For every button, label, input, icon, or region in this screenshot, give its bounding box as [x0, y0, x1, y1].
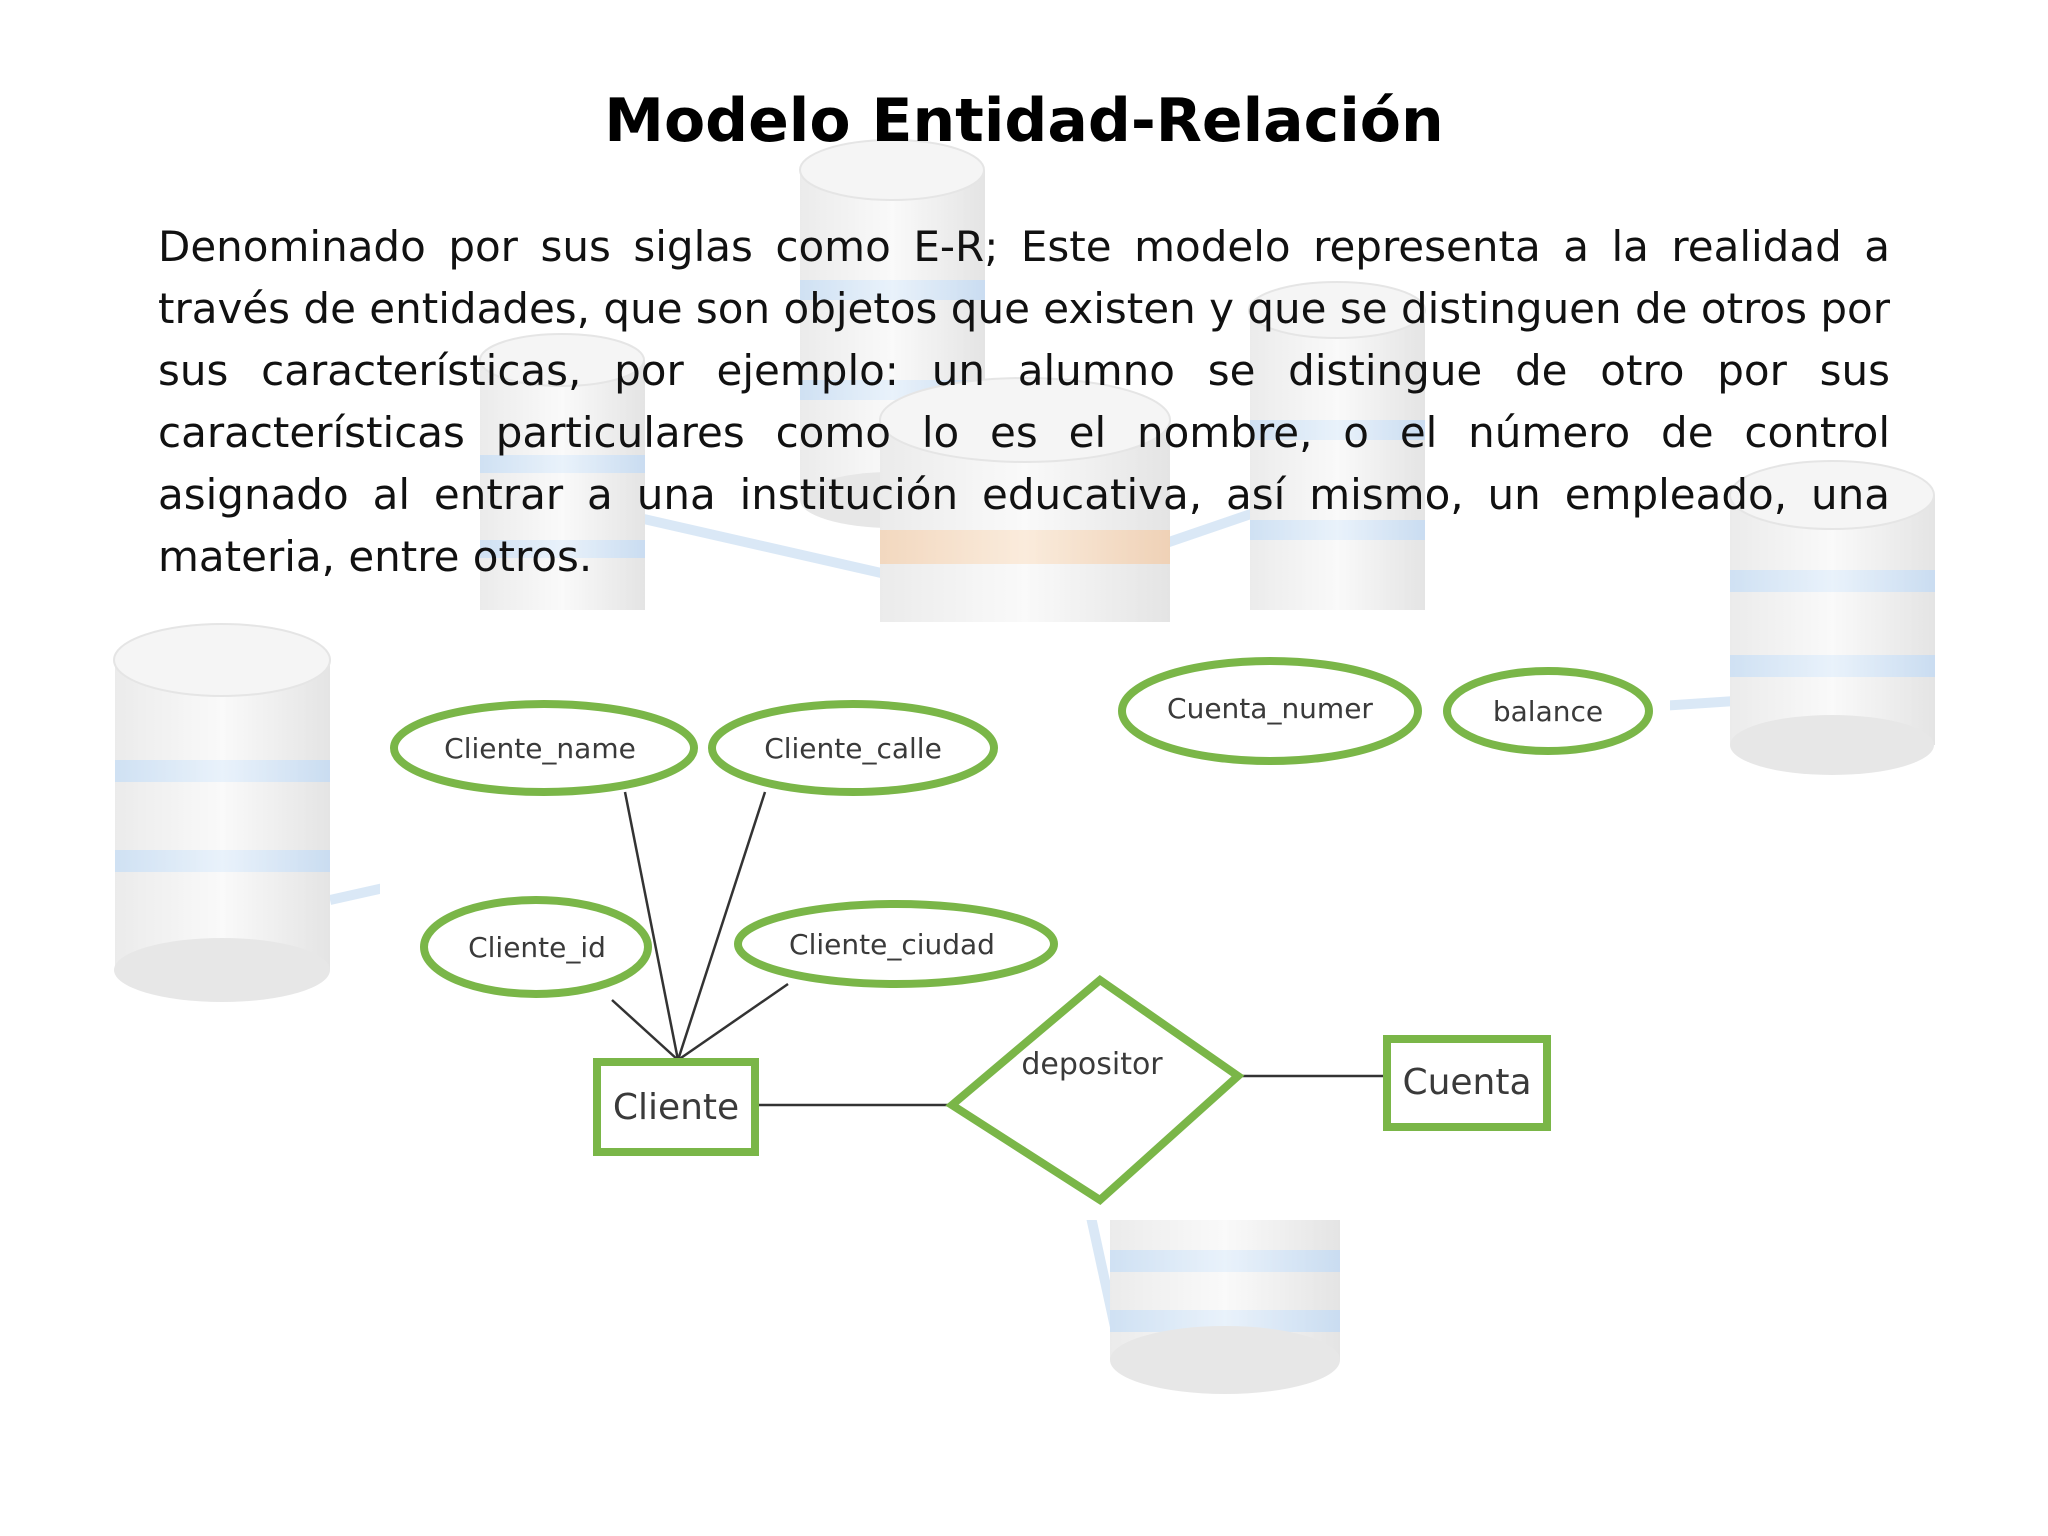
attribute-cliente-calle	[708, 700, 998, 796]
connector-id-cliente	[611, 999, 679, 1061]
entity-cliente	[593, 1058, 759, 1156]
cylinder-right	[1729, 460, 1935, 775]
attribute-cliente-id-label: Cliente_id	[468, 931, 606, 964]
entity-cuenta	[1383, 1035, 1551, 1131]
attribute-cliente-ciudad	[734, 900, 1058, 988]
slide-paragraph: Denominado por sus siglas como E-R; Este…	[158, 222, 1890, 581]
attribute-balance-label: balance	[1493, 695, 1603, 728]
attribute-balance	[1443, 667, 1653, 755]
attribute-cuenta-numer-label: Cuenta_numer	[1167, 692, 1373, 725]
attribute-cliente-name	[390, 700, 698, 796]
slide-title: Modelo Entidad-Relación	[604, 86, 1444, 156]
cylinder-bottom	[1110, 1200, 1340, 1394]
er-diagram: Cliente_name Cliente_calle Cliente_id Cl…	[380, 622, 1670, 1220]
connector-ciudad-cliente	[677, 982, 789, 1062]
attribute-cliente-calle-label: Cliente_calle	[764, 732, 942, 765]
attribute-cliente-ciudad-label: Cliente_ciudad	[789, 928, 995, 961]
attribute-cliente-name-label: Cliente_name	[444, 732, 636, 765]
connector-name-cliente	[623, 791, 680, 1061]
cylinder-upper-left	[479, 333, 645, 610]
relationship-depositor	[945, 974, 1245, 1206]
attribute-cuenta-numer	[1118, 657, 1422, 765]
entity-cliente-label: Cliente	[613, 1087, 739, 1128]
relationship-depositor-label: depositor	[1021, 1047, 1163, 1082]
entity-cuenta-label: Cuenta	[1402, 1062, 1531, 1103]
cylinder-left	[113, 623, 331, 1002]
cylinder-upper-right	[1248, 281, 1426, 610]
connector-calle-cliente	[676, 791, 767, 1061]
attribute-cliente-id	[420, 896, 652, 998]
